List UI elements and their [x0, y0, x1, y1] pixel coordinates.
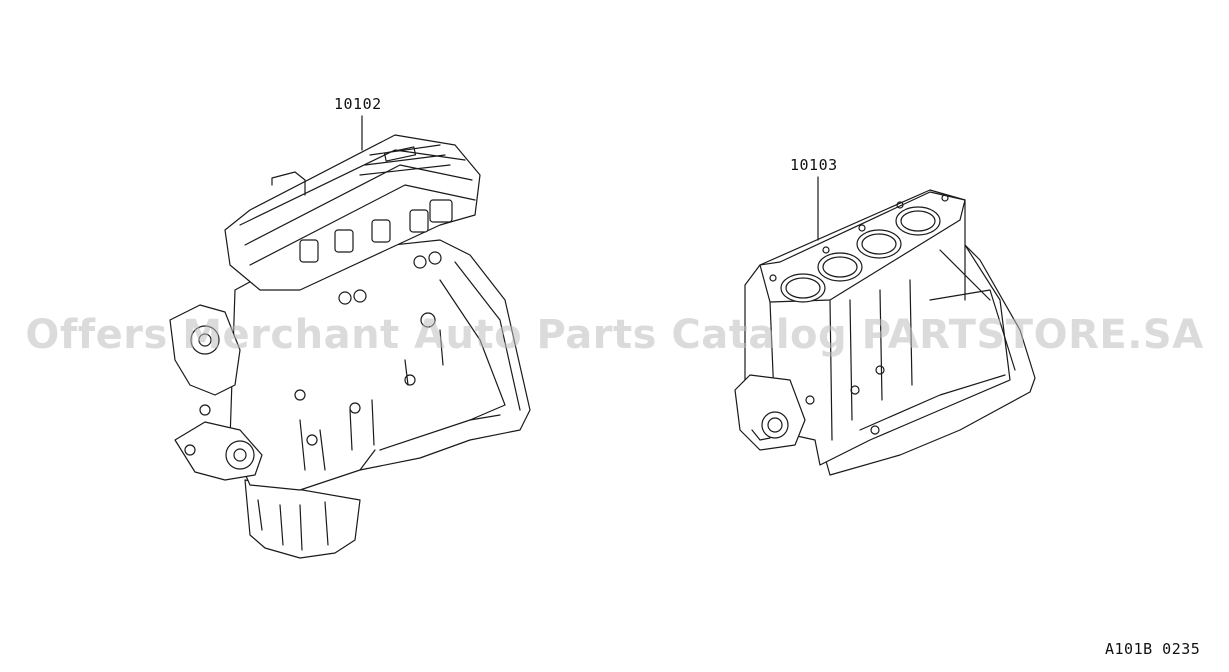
diagram-code: A101B 0235: [1105, 640, 1201, 658]
engine-assembly-drawing[interactable]: [169, 134, 531, 559]
part-number-10103[interactable]: 10103: [790, 156, 838, 174]
watermark-text: Offers Merchant Auto Parts Catalog PARTS…: [25, 312, 1204, 358]
part-number-10102[interactable]: 10102: [334, 95, 382, 113]
short-block-drawing[interactable]: [734, 189, 1036, 476]
